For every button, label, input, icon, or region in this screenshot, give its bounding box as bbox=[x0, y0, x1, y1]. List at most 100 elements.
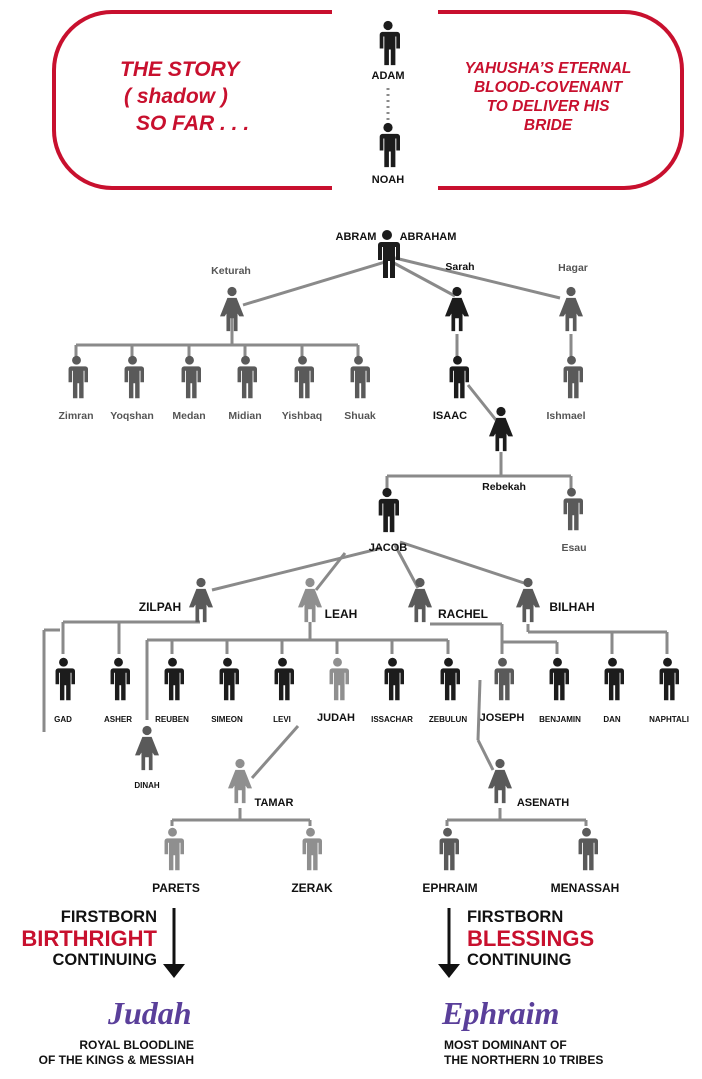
leah-figure-icon bbox=[298, 577, 322, 623]
story-line-1: THE STORY bbox=[120, 58, 240, 81]
dan-label: DAN bbox=[603, 715, 621, 724]
levi-figure-icon bbox=[273, 657, 294, 701]
ephraim-note: MOST DOMINANT OF THE NORTHERN 10 TRIBES bbox=[444, 1038, 664, 1068]
ephraim-note-line-1: MOST DOMINANT OF bbox=[444, 1038, 567, 1052]
story-line-2: ( shadow ) bbox=[124, 85, 228, 108]
asenath-label: ASENATH bbox=[517, 797, 569, 809]
blessings-line-1: FIRSTBORN bbox=[467, 908, 564, 926]
yishbaq-figure-icon bbox=[293, 355, 314, 399]
yoqshan-label: Yoqshan bbox=[110, 410, 154, 422]
dinah-figure-icon bbox=[135, 725, 159, 771]
parets-figure-icon bbox=[163, 827, 184, 871]
zilpah-label: ZILPAH bbox=[139, 600, 181, 614]
judah-figure-icon bbox=[328, 657, 349, 701]
reuben-label: REUBEN bbox=[155, 715, 189, 724]
parets-label: PARETS bbox=[152, 881, 200, 895]
menassah-figure-icon bbox=[577, 827, 598, 871]
ephraim-label: EPHRAIM bbox=[422, 881, 477, 895]
tamar-label: TAMAR bbox=[255, 797, 294, 809]
story-box bbox=[52, 10, 332, 190]
covenant-text: YAHUSHA’S ETERNAL BLOOD-COVENANT TO DELI… bbox=[448, 59, 648, 135]
zilpah-figure-icon bbox=[189, 577, 213, 623]
covenant-line-3: TO DELIVER HIS bbox=[486, 98, 610, 115]
shuak-label: Shuak bbox=[344, 410, 376, 422]
simeon-label: SIMEON bbox=[211, 715, 243, 724]
yoqshan-figure-icon bbox=[123, 355, 144, 399]
zebulun-figure-icon bbox=[439, 657, 460, 701]
blessings-line-2: BLESSINGS bbox=[467, 926, 595, 951]
jacob-figure-icon bbox=[377, 487, 399, 533]
hagar-label: Hagar bbox=[558, 262, 588, 274]
judah-note-line-1: ROYAL BLOODLINE bbox=[79, 1038, 194, 1052]
leah-label: LEAH bbox=[325, 607, 358, 621]
midian-figure-icon bbox=[236, 355, 257, 399]
medan-label: Medan bbox=[172, 410, 205, 422]
covenant-line-1: YAHUSHA’S ETERNAL bbox=[464, 60, 632, 77]
benjamin-figure-icon bbox=[548, 657, 569, 701]
benjamin-label: BENJAMIN bbox=[539, 715, 581, 724]
judah-label: JUDAH bbox=[317, 712, 355, 724]
zimran-figure-icon bbox=[67, 355, 88, 399]
levi-label: LEVI bbox=[273, 715, 291, 724]
medan-figure-icon bbox=[180, 355, 201, 399]
birthright-line-1: FIRSTBORN bbox=[60, 908, 157, 926]
hagar-figure-icon bbox=[559, 286, 583, 332]
zebulun-label: ZEBULUN bbox=[429, 715, 467, 724]
abraham-label: ABRAHAM bbox=[400, 231, 457, 243]
keturah-label: Keturah bbox=[211, 265, 251, 277]
esau-label: Esau bbox=[561, 542, 586, 554]
ishmael-figure-icon bbox=[562, 355, 583, 399]
covenant-line-4: BRIDE bbox=[523, 117, 573, 134]
birthright-line-2: BIRTHRIGHT bbox=[21, 926, 157, 951]
yishbaq-label: Yishbaq bbox=[282, 410, 322, 422]
adam-figure-icon bbox=[378, 20, 400, 66]
birthright-line-3: CONTINUING bbox=[52, 951, 158, 969]
issachar-label: ISSACHAR bbox=[371, 715, 413, 724]
abraham-figure-icon bbox=[377, 230, 400, 278]
midian-label: Midian bbox=[228, 410, 261, 422]
shuak-figure-icon bbox=[349, 355, 370, 399]
bilhah-label: BILHAH bbox=[549, 600, 594, 614]
arrows bbox=[163, 908, 460, 978]
abram-label: ABRAM bbox=[336, 231, 377, 243]
joseph-figure-icon bbox=[493, 657, 514, 701]
blessings-line-3: CONTINUING bbox=[467, 951, 572, 969]
noah-label: NOAH bbox=[372, 174, 404, 186]
issachar-figure-icon bbox=[383, 657, 404, 701]
birthright-tag: FIRSTBORN BIRTHRIGHT CONTINUING bbox=[0, 908, 157, 970]
ephraim-note-line-2: THE NORTHERN 10 TRIBES bbox=[444, 1053, 604, 1067]
ishmael-label: Ishmael bbox=[546, 410, 585, 422]
story-line-3: SO FAR . . . bbox=[136, 112, 250, 135]
isaac-figure-icon bbox=[448, 355, 469, 399]
judah-note: ROYAL BLOODLINE OF THE KINGS & MESSIAH bbox=[10, 1038, 194, 1068]
jacob-label: JACOB bbox=[369, 542, 408, 554]
dinah-label: DINAH bbox=[134, 781, 160, 790]
zerak-label: ZERAK bbox=[291, 881, 333, 895]
covenant-line-2: BLOOD-COVENANT bbox=[473, 79, 623, 96]
simeon-figure-icon bbox=[218, 657, 239, 701]
isaac-label: ISAAC bbox=[433, 410, 467, 422]
adam-label: ADAM bbox=[372, 70, 405, 82]
connector-lines bbox=[42, 88, 669, 826]
zerak-figure-icon bbox=[301, 827, 322, 871]
ephraim-figure-icon bbox=[438, 827, 459, 871]
tamar-figure-icon bbox=[228, 758, 252, 804]
dan-figure-icon bbox=[603, 657, 624, 701]
gad-label: GAD bbox=[54, 715, 72, 724]
sarah-label: Sarah bbox=[445, 261, 474, 273]
name-labels: ADAM NOAH ABRAM ABRAHAM Keturah Sarah Ha… bbox=[54, 70, 689, 895]
naphtali-figure-icon bbox=[658, 657, 679, 701]
naphtali-label: NAPHTALI bbox=[649, 715, 689, 724]
rachel-label: RACHEL bbox=[438, 607, 488, 621]
joseph-label: JOSEPH bbox=[480, 712, 525, 724]
asher-figure-icon bbox=[109, 657, 130, 701]
ephraim-script-title: Ephraim bbox=[442, 995, 560, 1031]
judah-script-title: Judah bbox=[108, 995, 192, 1031]
blessings-tag: FIRSTBORN BLESSINGS CONTINUING bbox=[467, 908, 627, 970]
esau-figure-icon bbox=[562, 487, 583, 531]
rachel-figure-icon bbox=[408, 577, 432, 623]
gad-figure-icon bbox=[54, 657, 75, 701]
covenant-box bbox=[438, 10, 684, 190]
